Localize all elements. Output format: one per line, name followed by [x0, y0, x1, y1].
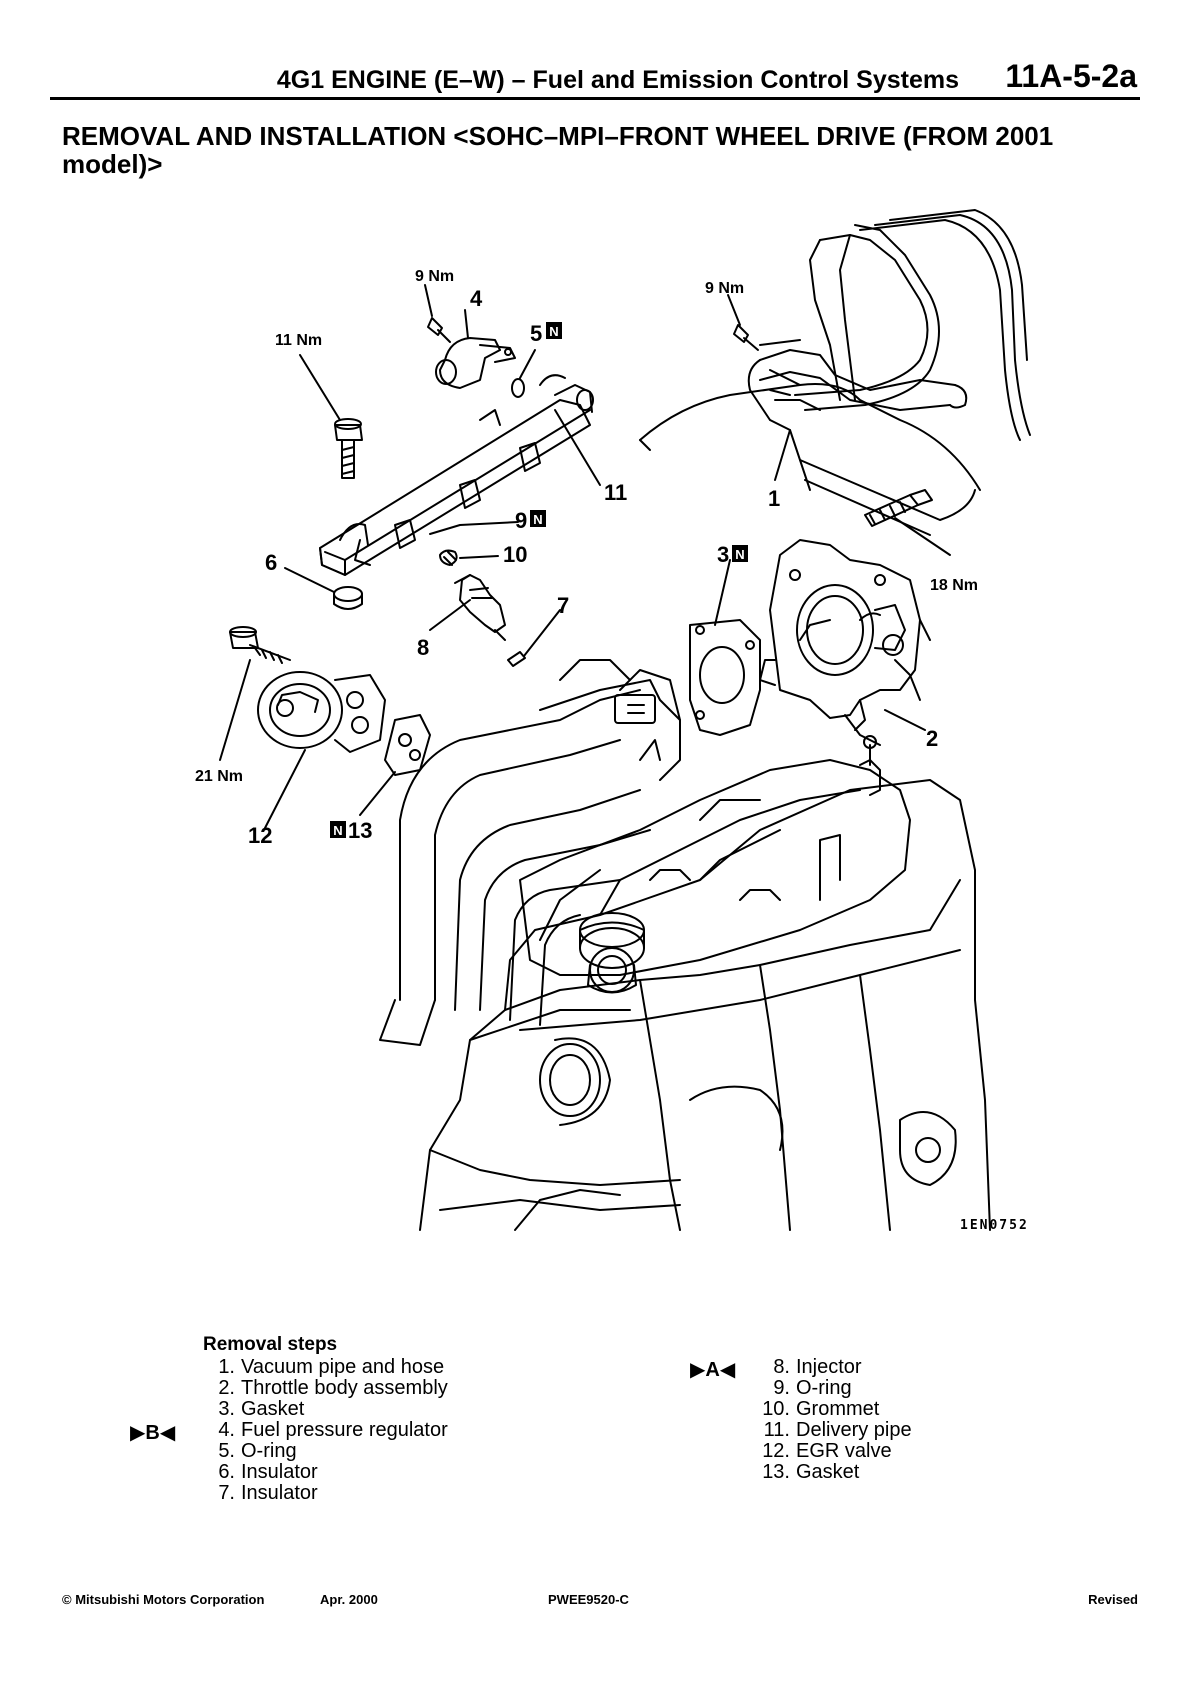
intake-manifold [379, 659, 681, 1046]
section-title: REMOVAL AND INSTALLATION <SOHC–MPI–FRONT… [62, 121, 1054, 179]
vacuum-pipe-hose [639, 209, 1031, 536]
callout-7: 7 [557, 593, 569, 618]
callout-leaders [554, 409, 791, 486]
page-number: 11A-5-2a [1005, 58, 1137, 94]
list-item: 7.Insulator [218, 1482, 318, 1504]
n-marker-label: N [549, 324, 558, 339]
torque-label: 11 Nm [275, 332, 322, 349]
torque-label: 9 Nm [705, 280, 744, 297]
list-item: 4.Fuel pressure regulator [218, 1419, 448, 1441]
torque-label: 21 Nm [195, 768, 243, 785]
install-mark-a: ▶A◀ [690, 1359, 736, 1381]
throttle-body [759, 489, 951, 746]
callout-2: 2 [926, 726, 938, 751]
callout-10: 10 [503, 542, 527, 567]
page-header: 4G1 ENGINE (E–W) – Fuel and Emission Con… [54, 58, 1137, 96]
torque-label: 9 Nm [415, 268, 454, 285]
header-rule [50, 97, 1140, 100]
list-item: 12.EGR valve [762, 1440, 892, 1462]
n-marker-icon: N [330, 821, 346, 838]
callout-5: 5 [530, 321, 542, 346]
bolt-9nm-right [727, 294, 759, 351]
n-marker-icon: N [732, 545, 748, 562]
callout-3: 3 [717, 542, 729, 567]
footer-status: Revised [1088, 1592, 1138, 1607]
bolt-11nm [299, 354, 363, 479]
list-item: 11.Delivery pipe [763, 1419, 912, 1441]
throttle-gasket [689, 559, 761, 736]
delivery-pipe [319, 374, 594, 576]
list-item: 8.Injector [773, 1356, 862, 1378]
list-item: 5.O-ring [218, 1440, 297, 1462]
callout-6: 6 [265, 550, 277, 575]
list-item: 10.Grommet [762, 1398, 880, 1420]
footer-code: PWEE9520-C [548, 1592, 629, 1607]
footer-copyright: © Mitsubishi Motors Corporation [62, 1592, 265, 1607]
diagram-code: 1EN0752 [960, 1218, 1029, 1233]
list-item: 2.Throttle body assembly [218, 1377, 448, 1399]
callout-8: 8 [417, 635, 429, 660]
n-marker-label: N [333, 823, 342, 838]
n-marker-icon: N [546, 322, 562, 339]
o-ring-5 [511, 349, 536, 398]
callout-4: 4 [470, 286, 483, 311]
torque-label: 18 Nm [930, 577, 978, 594]
header-title: 4G1 ENGINE (E–W) – Fuel and Emission Con… [276, 66, 959, 94]
removal-steps-heading: Removal steps [203, 1334, 338, 1355]
callout-12: 12 [248, 823, 272, 848]
removal-steps-left: 1.Vacuum pipe and hose 2.Throttle body a… [205, 1356, 448, 1504]
n-marker-label: N [533, 512, 542, 527]
removal-steps-right: 8.Injector 9.O-ring 10.Grommet 11.Delive… [750, 1356, 912, 1483]
callout-9: 9 [515, 508, 527, 533]
rocker-cover [519, 735, 911, 976]
egr-valve [219, 626, 431, 829]
list-item: 6.Insulator [218, 1461, 318, 1483]
callout-11: 11 [604, 480, 627, 505]
list-item: 1.Vacuum pipe and hose [218, 1356, 445, 1378]
injector-assembly [429, 521, 561, 667]
n-marker-icon: N [530, 510, 546, 527]
new-part-markers: N N N N [330, 322, 748, 838]
callout-1: 1 [768, 486, 780, 511]
fuel-pressure-regulator [424, 284, 516, 389]
footer-date: Apr. 2000 [320, 1592, 378, 1607]
list-item: 9.O-ring [773, 1377, 852, 1399]
install-mark-b: ▶B◀ [130, 1422, 176, 1444]
callout-13: 13 [348, 818, 372, 843]
list-item: 13.Gasket [762, 1461, 860, 1483]
engine-block [419, 779, 991, 1231]
n-marker-label: N [735, 547, 744, 562]
insulator-6 [284, 567, 363, 610]
list-item: 3.Gasket [218, 1398, 305, 1420]
